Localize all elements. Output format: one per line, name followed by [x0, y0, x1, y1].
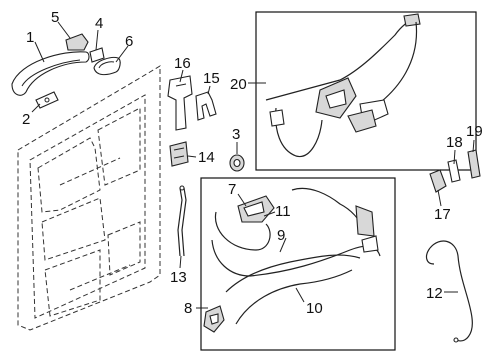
callout-14: 14	[198, 149, 215, 166]
callout-4: 4	[95, 15, 103, 32]
lock-cap	[89, 47, 105, 63]
bracket-15	[195, 91, 217, 121]
callout-13: 13	[170, 269, 187, 286]
callout-10: 10	[306, 300, 323, 317]
leader-lines	[31, 21, 475, 309]
callout-17: 17	[434, 206, 451, 223]
handle-clip	[65, 33, 89, 51]
cables-box	[203, 187, 381, 333]
callout-labels: 1 5 4 6 2 16 15 3 14 13 20 7 11 9 8 10 1…	[22, 9, 483, 317]
callout-7: 7	[228, 181, 236, 198]
handle-pad	[35, 91, 59, 109]
callout-5: 5	[51, 9, 59, 26]
callout-15: 15	[203, 70, 220, 87]
callout-12: 12	[426, 285, 443, 302]
callout-11: 11	[275, 203, 291, 220]
callout-20: 20	[230, 76, 247, 93]
callout-3: 3	[232, 126, 240, 143]
clip-18	[447, 159, 461, 183]
callout-18: 18	[446, 134, 463, 151]
latch-7	[237, 195, 275, 223]
bracket-16	[167, 75, 193, 131]
rod-13	[177, 185, 187, 257]
callout-9: 9	[277, 227, 285, 244]
lock-cylinder	[229, 154, 245, 172]
clip-17	[429, 169, 447, 193]
callout-2: 2	[22, 111, 30, 128]
outside-handle	[11, 51, 90, 96]
callout-1: 1	[26, 29, 34, 46]
box-7-11	[200, 177, 396, 351]
callout-19: 19	[466, 123, 483, 140]
box-20	[255, 11, 477, 171]
door-panel	[17, 65, 161, 331]
callout-8: 8	[184, 300, 192, 317]
cable-12	[425, 240, 473, 343]
callout-16: 16	[174, 55, 191, 72]
latch-assembly-20	[265, 13, 421, 158]
striker	[169, 141, 189, 167]
handle-gasket	[93, 56, 121, 76]
seal-19	[467, 149, 481, 179]
callout-6: 6	[125, 33, 133, 50]
